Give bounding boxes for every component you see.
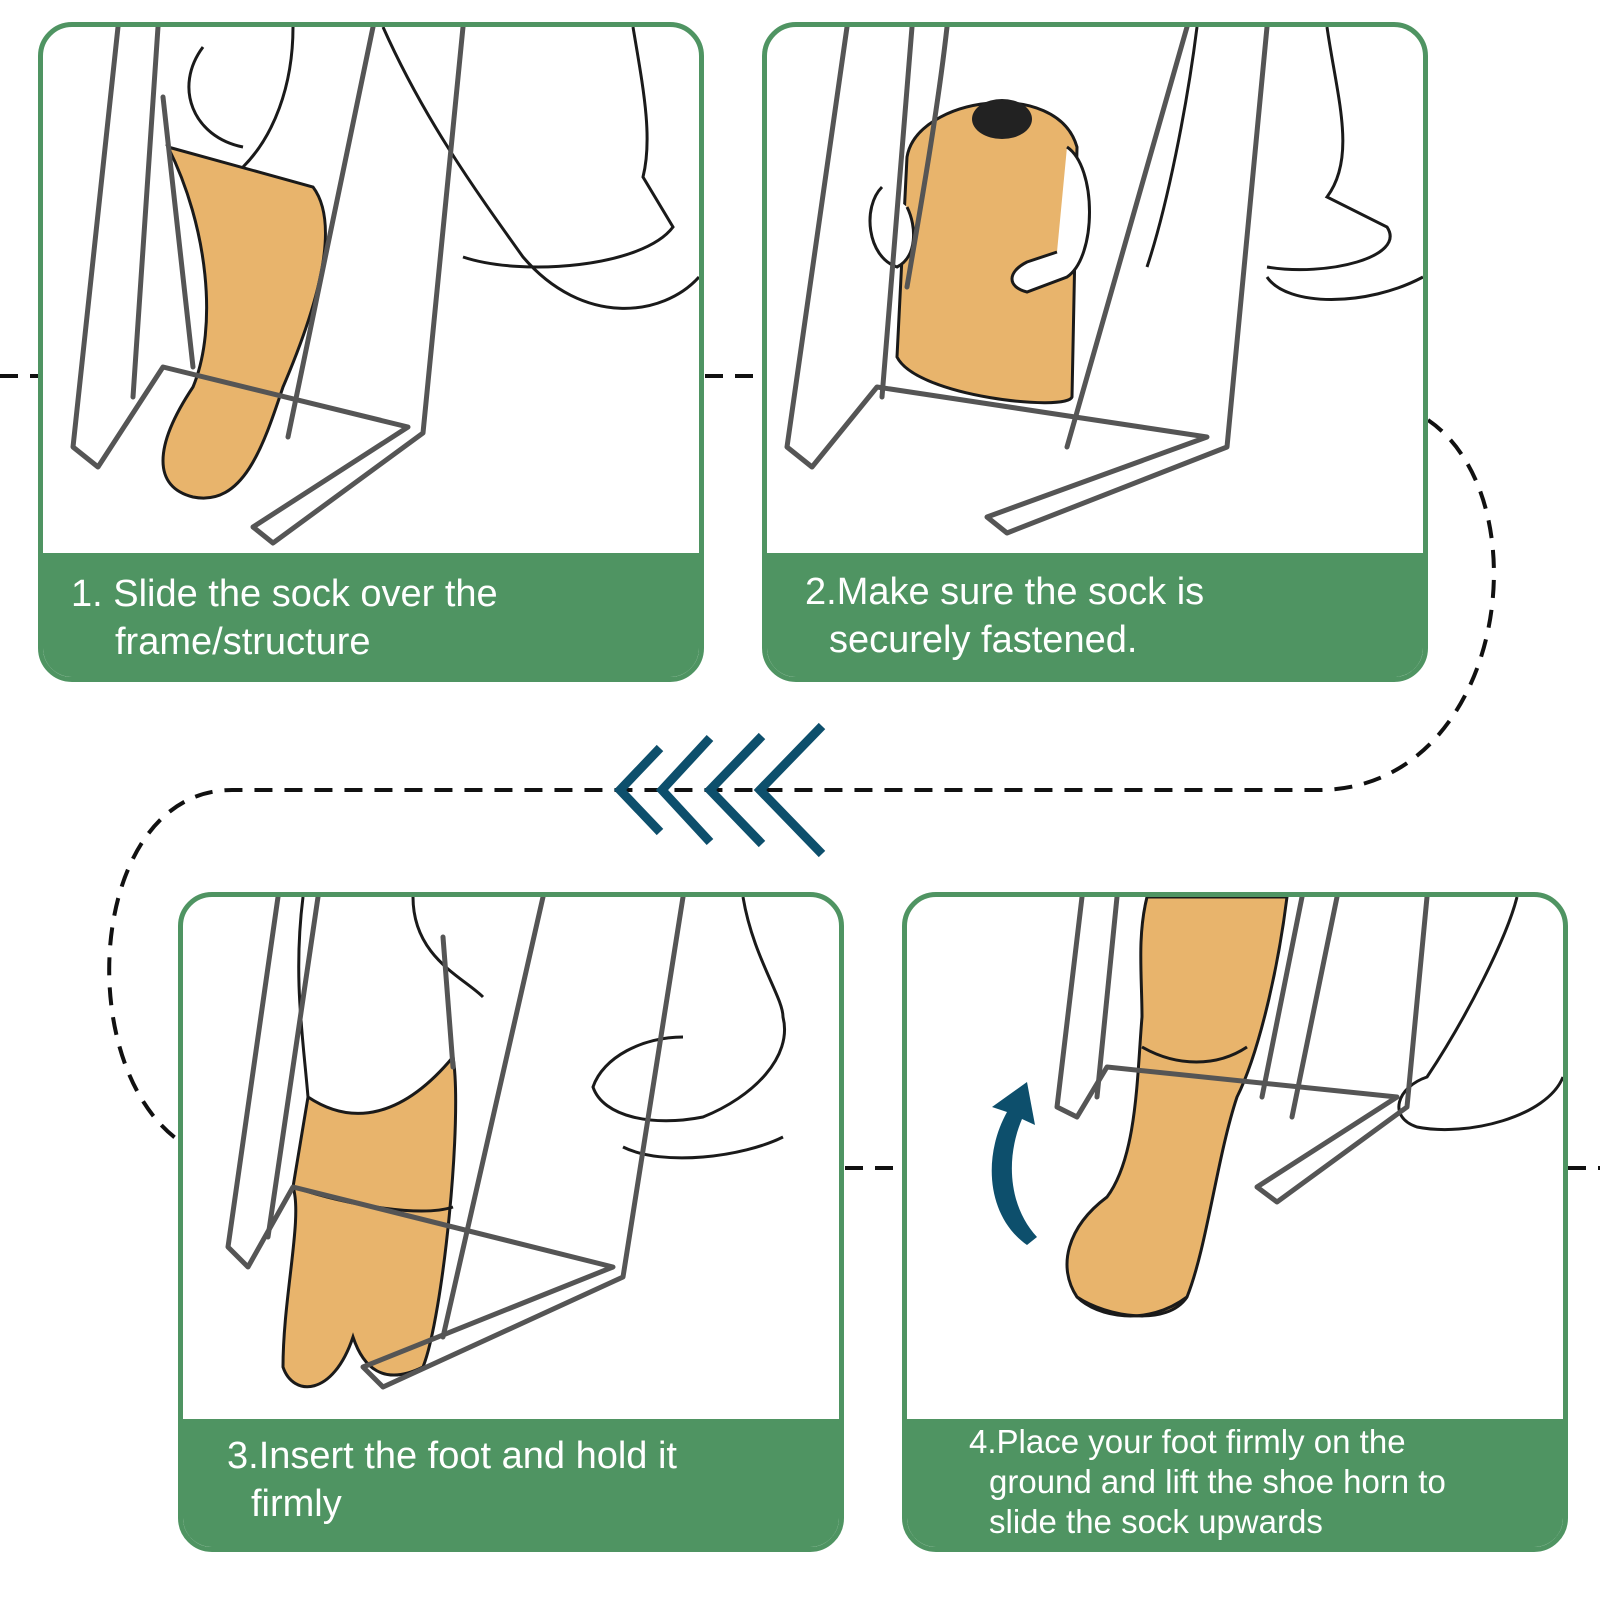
connector-step2-loop xyxy=(107,418,1496,1142)
step-4-caption-line-3: slide the sock upwards xyxy=(989,1503,1323,1540)
step-1-caption-line-1: 1. Slide the sock over the xyxy=(71,573,498,615)
step-2-panel: 2.Make sure the sock is securely fastene… xyxy=(762,22,1428,682)
step-1-illustration xyxy=(70,27,699,546)
step-2-caption-line-2: securely fastened. xyxy=(829,619,1138,661)
step-4-caption-line-1: 4.Place your foot firmly on the xyxy=(969,1423,1406,1460)
step-3-caption-line-1: 3.Insert the foot and hold it xyxy=(227,1435,677,1477)
step-4-caption-line-2: ground and lift the shoe horn to xyxy=(989,1463,1446,1500)
step-4-caption: 4.Place your foot firmly on the ground a… xyxy=(907,1419,1563,1547)
step-3-caption-line-2: firmly xyxy=(251,1483,342,1525)
hands xyxy=(868,145,1091,294)
sock-aid-frame xyxy=(784,27,1270,536)
step-3-panel: 3.Insert the foot and hold it firmly xyxy=(178,892,844,1552)
sock-on-foot xyxy=(281,1053,458,1389)
step-2-illustration xyxy=(784,27,1423,536)
step-1-panel: 1. Slide the sock over the frame/structu… xyxy=(38,22,704,682)
rolled-sock xyxy=(895,101,1079,405)
step-3-illustration xyxy=(225,897,786,1390)
step-1-caption: 1. Slide the sock over the frame/structu… xyxy=(43,553,699,677)
step-4-panel: 4.Place your foot firmly on the ground a… xyxy=(902,892,1568,1552)
sock-aid-frame xyxy=(70,27,466,546)
triple-left-chevron-icon xyxy=(613,722,826,858)
sock-aid-frame xyxy=(1054,897,1430,1205)
curved-up-arrow-icon xyxy=(991,1082,1037,1245)
step-4-illustration xyxy=(991,897,1563,1318)
step-2-caption-line-1: 2.Make sure the sock is xyxy=(805,571,1205,613)
step-1-caption-line-2: frame/structure xyxy=(115,621,371,663)
step-2-caption: 2.Make sure the sock is securely fastene… xyxy=(767,553,1423,677)
sock-aid-frame xyxy=(225,897,686,1390)
step-3-caption: 3.Insert the foot and hold it firmly xyxy=(183,1419,839,1547)
sock-on-leg xyxy=(1065,897,1289,1318)
